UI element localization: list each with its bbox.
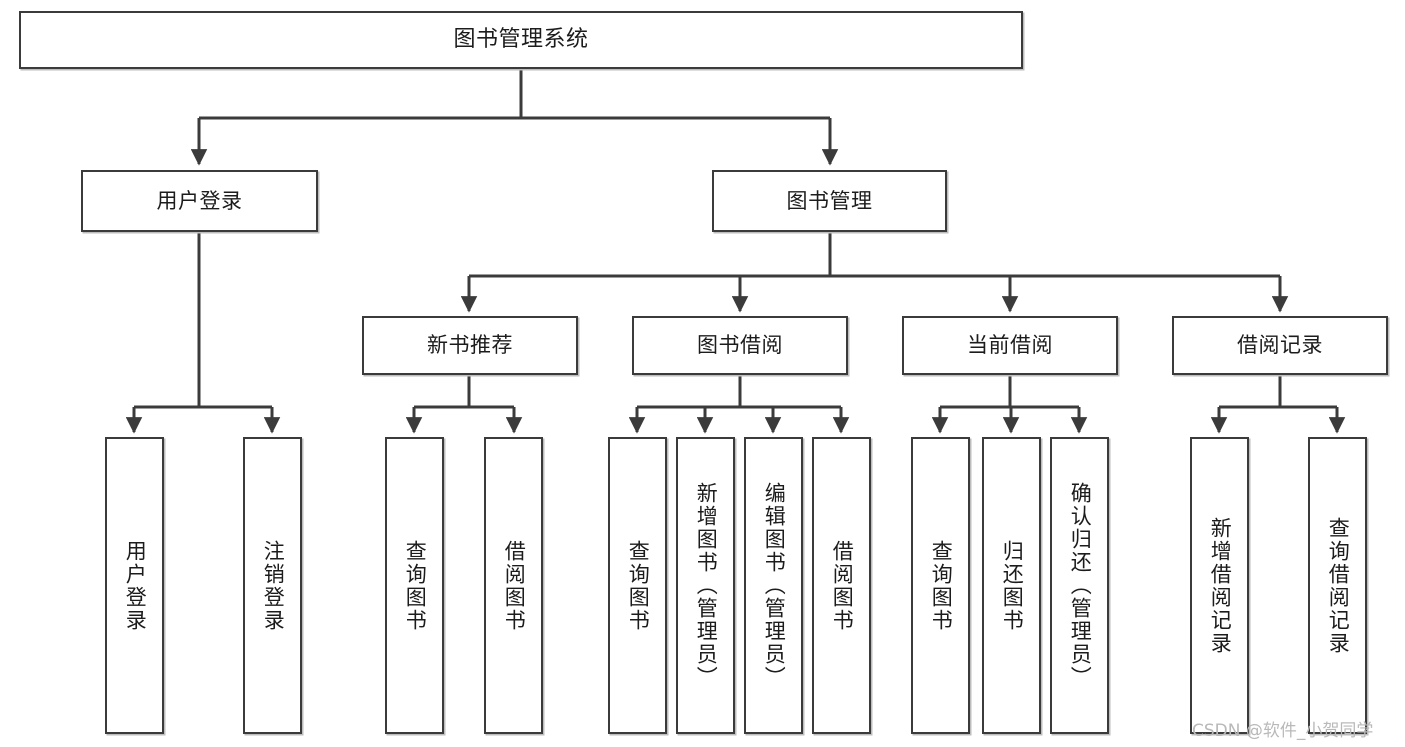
- node-label: 借阅图书: [830, 539, 855, 632]
- node-label: 用户登录: [156, 188, 243, 213]
- node-label: 编辑图书（管理员）: [762, 482, 787, 689]
- node-label: 归还图书: [1000, 539, 1025, 632]
- leaf-query-book-recommend[interactable]: 查询图书: [385, 437, 444, 734]
- leaf-add-borrow-record[interactable]: 新增借阅记录: [1190, 437, 1249, 734]
- leaf-confirm-return-admin[interactable]: 确认归还（管理员）: [1050, 437, 1109, 734]
- leaf-user-login[interactable]: 用户登录: [105, 437, 164, 734]
- node-label: 查询图书: [403, 539, 428, 632]
- leaf-edit-book-admin[interactable]: 编辑图书（管理员）: [744, 437, 803, 734]
- node-label: 查询借阅记录: [1326, 516, 1351, 655]
- node-label: 图书借阅: [697, 333, 783, 358]
- node-label: 确认归还（管理员）: [1068, 482, 1093, 689]
- node-label: 用户登录: [123, 539, 148, 632]
- node-label: 图书管理系统: [453, 27, 589, 53]
- leaf-return-book[interactable]: 归还图书: [982, 437, 1041, 734]
- node-new-book-recommend[interactable]: 新书推荐: [362, 316, 578, 375]
- node-label: 当前借阅: [967, 333, 1053, 358]
- node-current-borrow[interactable]: 当前借阅: [902, 316, 1118, 375]
- node-book-management[interactable]: 图书管理: [712, 170, 947, 232]
- node-label: 新书推荐: [427, 333, 513, 358]
- leaf-query-book-current[interactable]: 查询图书: [911, 437, 970, 734]
- node-label: 借阅图书: [502, 539, 527, 632]
- node-book-borrow[interactable]: 图书借阅: [632, 316, 848, 375]
- node-borrow-records[interactable]: 借阅记录: [1172, 316, 1388, 375]
- node-label: 新增图书（管理员）: [694, 482, 719, 689]
- node-root-system[interactable]: 图书管理系统: [19, 11, 1023, 69]
- leaf-query-book-borrow[interactable]: 查询图书: [608, 437, 667, 734]
- node-label: 注销登录: [261, 539, 286, 632]
- node-user-login[interactable]: 用户登录: [81, 170, 318, 232]
- leaf-logout[interactable]: 注销登录: [243, 437, 302, 734]
- node-label: 图书管理: [786, 188, 873, 213]
- node-label: 新增借阅记录: [1208, 516, 1233, 655]
- watermark-text: CSDN @软件_小贺同学: [1192, 721, 1374, 741]
- node-label: 查询图书: [929, 539, 954, 632]
- leaf-query-borrow-record[interactable]: 查询借阅记录: [1308, 437, 1367, 734]
- node-label: 借阅记录: [1237, 333, 1323, 358]
- leaf-borrow-book[interactable]: 借阅图书: [812, 437, 871, 734]
- leaf-borrow-book-recommend[interactable]: 借阅图书: [484, 437, 543, 734]
- leaf-add-book-admin[interactable]: 新增图书（管理员）: [676, 437, 735, 734]
- node-label: 查询图书: [626, 539, 651, 632]
